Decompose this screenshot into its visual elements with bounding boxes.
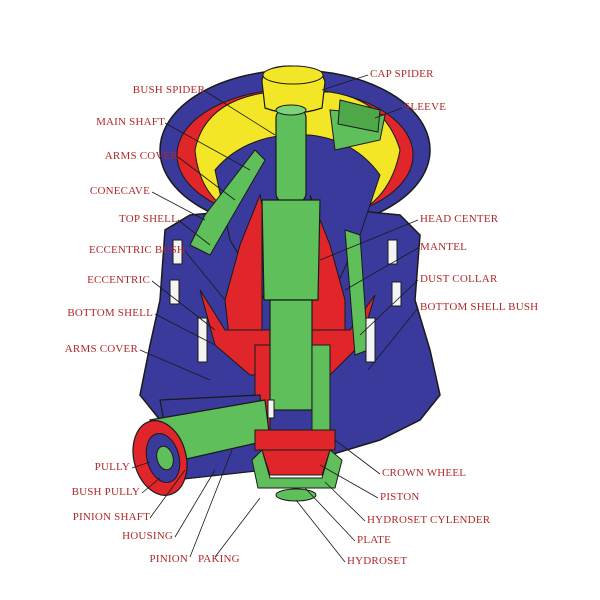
- leader-eccentric-bush: [184, 250, 226, 301]
- main-shaft-top: [275, 107, 307, 204]
- leader-cap-spider: [321, 74, 369, 91]
- cap-spider-top: [262, 65, 324, 85]
- label-bush-spider: BUSH SPIDER: [133, 84, 206, 96]
- leader-bottom-shell-bush: [367, 307, 419, 371]
- label-bottom-shell-bush: BOTTOM SHELL BUSH: [420, 301, 538, 313]
- leader-pully: [131, 461, 151, 469]
- label-arms-cover-bottom: ARMS COVER: [65, 343, 139, 355]
- bolt-icon: [169, 279, 180, 305]
- label-dust-collar: DUST COLLAR: [420, 273, 498, 285]
- leader-hydroset-cylender: [324, 481, 366, 522]
- label-top-shell: TOP SHELL: [119, 213, 178, 225]
- bolt-icon: [267, 399, 275, 419]
- label-bush-pully: BUSH PULLY: [72, 486, 140, 498]
- main-shaft-cap: [275, 104, 307, 116]
- leader-arms-cover-bottom: [139, 349, 211, 381]
- crown-wheel: [254, 429, 336, 451]
- leader-hydroset: [295, 499, 346, 563]
- leader-main-shaft: [164, 122, 251, 171]
- bolt-icon: [391, 281, 402, 307]
- bolts: [169, 239, 402, 419]
- leader-housing: [174, 469, 216, 538]
- label-mantel: MANTEL: [420, 241, 467, 253]
- label-pully: PULLY: [95, 461, 130, 473]
- bolt-icon: [197, 317, 208, 363]
- label-crown-wheel: CROWN WHEEL: [382, 467, 466, 479]
- label-conecave: CONECAVE: [90, 185, 150, 197]
- label-hydroset: HYDROSET: [347, 555, 407, 567]
- labels: BUSH SPIDER MAIN SHAFT ARMS COVER CONECA…: [65, 68, 538, 567]
- label-cap-spider: CAP SPIDER: [370, 68, 434, 80]
- leader-plate: [304, 487, 356, 542]
- hydroset-cylinder: [251, 449, 343, 489]
- eccentric-right: [311, 344, 331, 431]
- label-bottom-shell: BOTTOM SHELL: [67, 307, 153, 319]
- leader-eccentric: [151, 280, 216, 331]
- main-shaft-lower: [269, 299, 313, 411]
- leader-piston: [319, 464, 379, 499]
- leader-bottom-shell: [154, 313, 216, 346]
- main-shaft-assembly: [254, 104, 369, 431]
- leader-bush-pully: [141, 477, 161, 494]
- pulley-hub: [156, 445, 174, 471]
- label-hydroset-cylender: HYDROSET CYLENDER: [367, 514, 491, 526]
- label-pinion: PINION: [150, 553, 188, 565]
- leader-pinion-shaft: [149, 469, 186, 519]
- leader-top-shell: [177, 219, 211, 246]
- leader-pinion: [189, 449, 233, 558]
- label-head-center: HEAD CENTER: [420, 213, 499, 225]
- label-eccentric: ECCENTRIC: [87, 274, 150, 286]
- leader-paking: [214, 497, 261, 558]
- head-center: [261, 199, 321, 301]
- leader-head-center: [319, 219, 419, 261]
- leader-conecave: [151, 191, 206, 221]
- bolt-icon: [172, 239, 183, 265]
- label-paking: PAKING: [198, 553, 240, 565]
- leader-bush-spider: [204, 90, 276, 136]
- bolt-icon: [365, 317, 376, 363]
- spider-assembly: [189, 65, 386, 256]
- label-housing: HOUSING: [122, 530, 173, 542]
- spider-arm-left: [189, 149, 266, 256]
- leader-dust-collar: [359, 279, 419, 336]
- label-arms-cover-top: ARMS COVER: [105, 150, 179, 162]
- label-piston: PISTON: [380, 491, 420, 503]
- leader-sleeve: [374, 107, 403, 119]
- leader-arms-cover-top: [177, 156, 236, 201]
- drive-assembly: [132, 394, 343, 502]
- label-plate: PLATE: [357, 534, 391, 546]
- bolt-icon: [387, 239, 398, 265]
- label-pinion-shaft: PINION SHAFT: [73, 511, 150, 523]
- leader-mantel: [344, 247, 419, 291]
- label-eccentric-bush: ECCENTRIC BUSH: [89, 244, 185, 256]
- leader-lines: [131, 74, 419, 563]
- sleeve: [337, 99, 381, 133]
- hydroset: [275, 488, 317, 502]
- label-sleeve: SLEEVE: [404, 101, 446, 113]
- label-main-shaft: MAIN SHAFT: [96, 116, 165, 128]
- leader-crown-wheel: [334, 439, 381, 475]
- piston: [261, 449, 331, 476]
